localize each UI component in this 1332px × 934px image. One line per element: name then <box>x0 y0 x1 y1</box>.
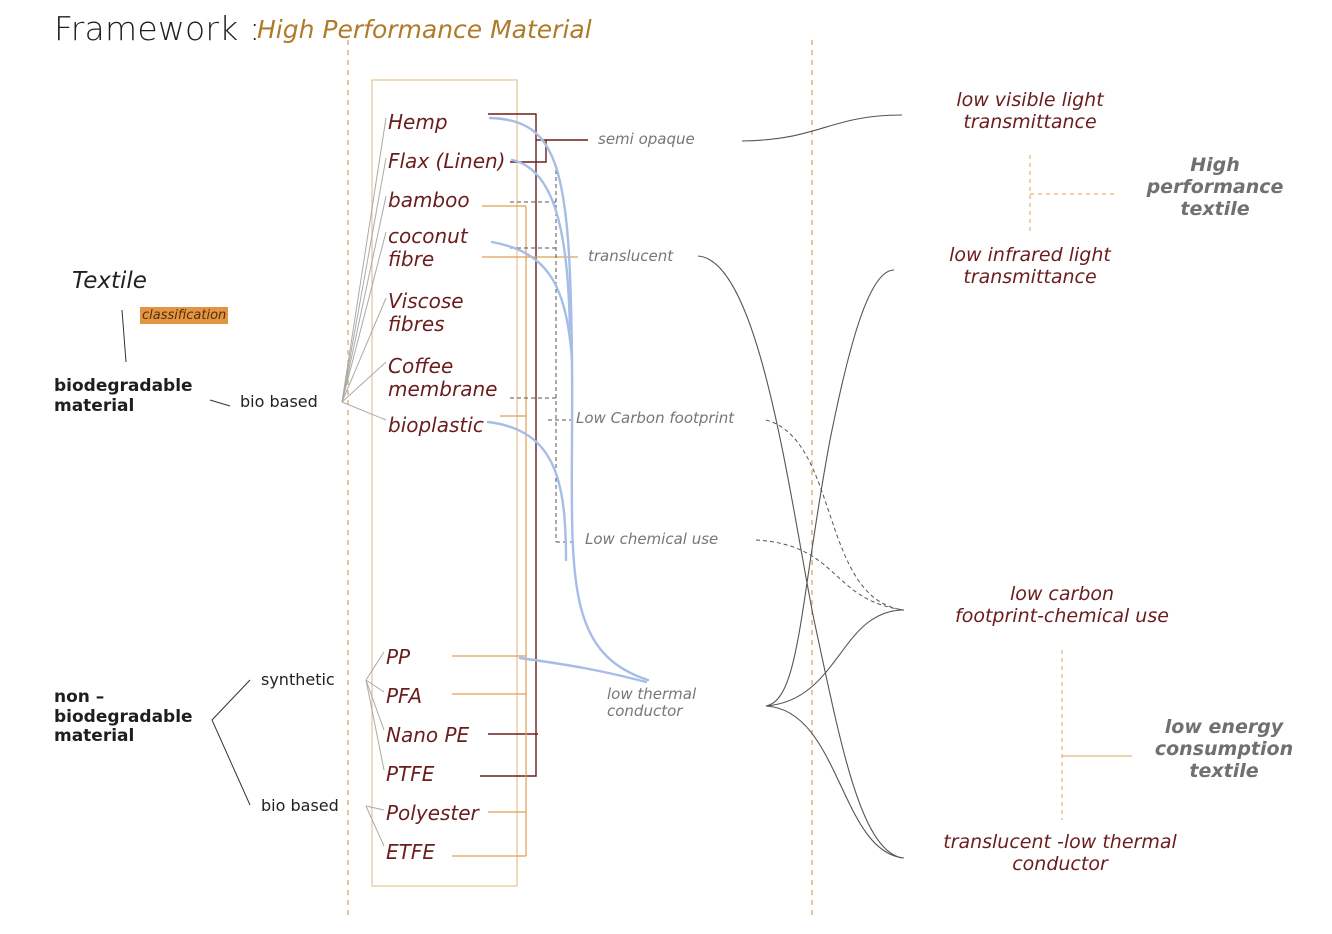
textile-label: Textile <box>72 268 147 294</box>
nonbio-bracket <box>211 679 251 806</box>
material-polyester: Polyester <box>386 801 479 825</box>
semi-opaque-bracket <box>480 113 588 777</box>
biodeg-connector <box>209 399 231 407</box>
dashed-connectors <box>510 170 905 611</box>
property-low-carbon: Low Carbon footprint <box>576 409 735 427</box>
property-semi-opaque: semi opaque <box>598 130 695 148</box>
result-curves <box>697 114 905 859</box>
biobased-fan <box>365 805 385 847</box>
synthetic-label: synthetic <box>261 670 335 689</box>
material-bioplastic: bioplastic <box>388 413 484 437</box>
bio-based-bottom-label: bio based <box>261 796 339 815</box>
textile-branch <box>121 309 127 363</box>
synthetic-fan <box>365 651 385 771</box>
material-ptfe: PTFE <box>386 762 435 786</box>
property-low-chemical: Low chemical use <box>585 530 719 548</box>
material-flax: Flax (Linen) <box>388 149 506 173</box>
orange-bracket <box>452 205 578 857</box>
page-title: Framework : <box>54 9 261 48</box>
bio-based-top-label: bio based <box>240 392 318 411</box>
bio-fan-top <box>341 117 387 421</box>
material-pp: PP <box>386 645 411 669</box>
blue-curves <box>486 116 650 684</box>
material-bamboo: bamboo <box>388 188 470 212</box>
material-nano-pe: Nano PE <box>386 723 470 747</box>
property-translucent: translucent <box>588 247 674 265</box>
material-etfe: ETFE <box>386 840 435 864</box>
material-frame <box>371 79 518 887</box>
page-subtitle: High Performance Material <box>257 15 592 44</box>
group-brackets <box>1029 155 1132 820</box>
material-pfa: PFA <box>386 684 423 708</box>
classification-badge: classification <box>140 307 229 324</box>
material-hemp: Hemp <box>388 110 448 134</box>
